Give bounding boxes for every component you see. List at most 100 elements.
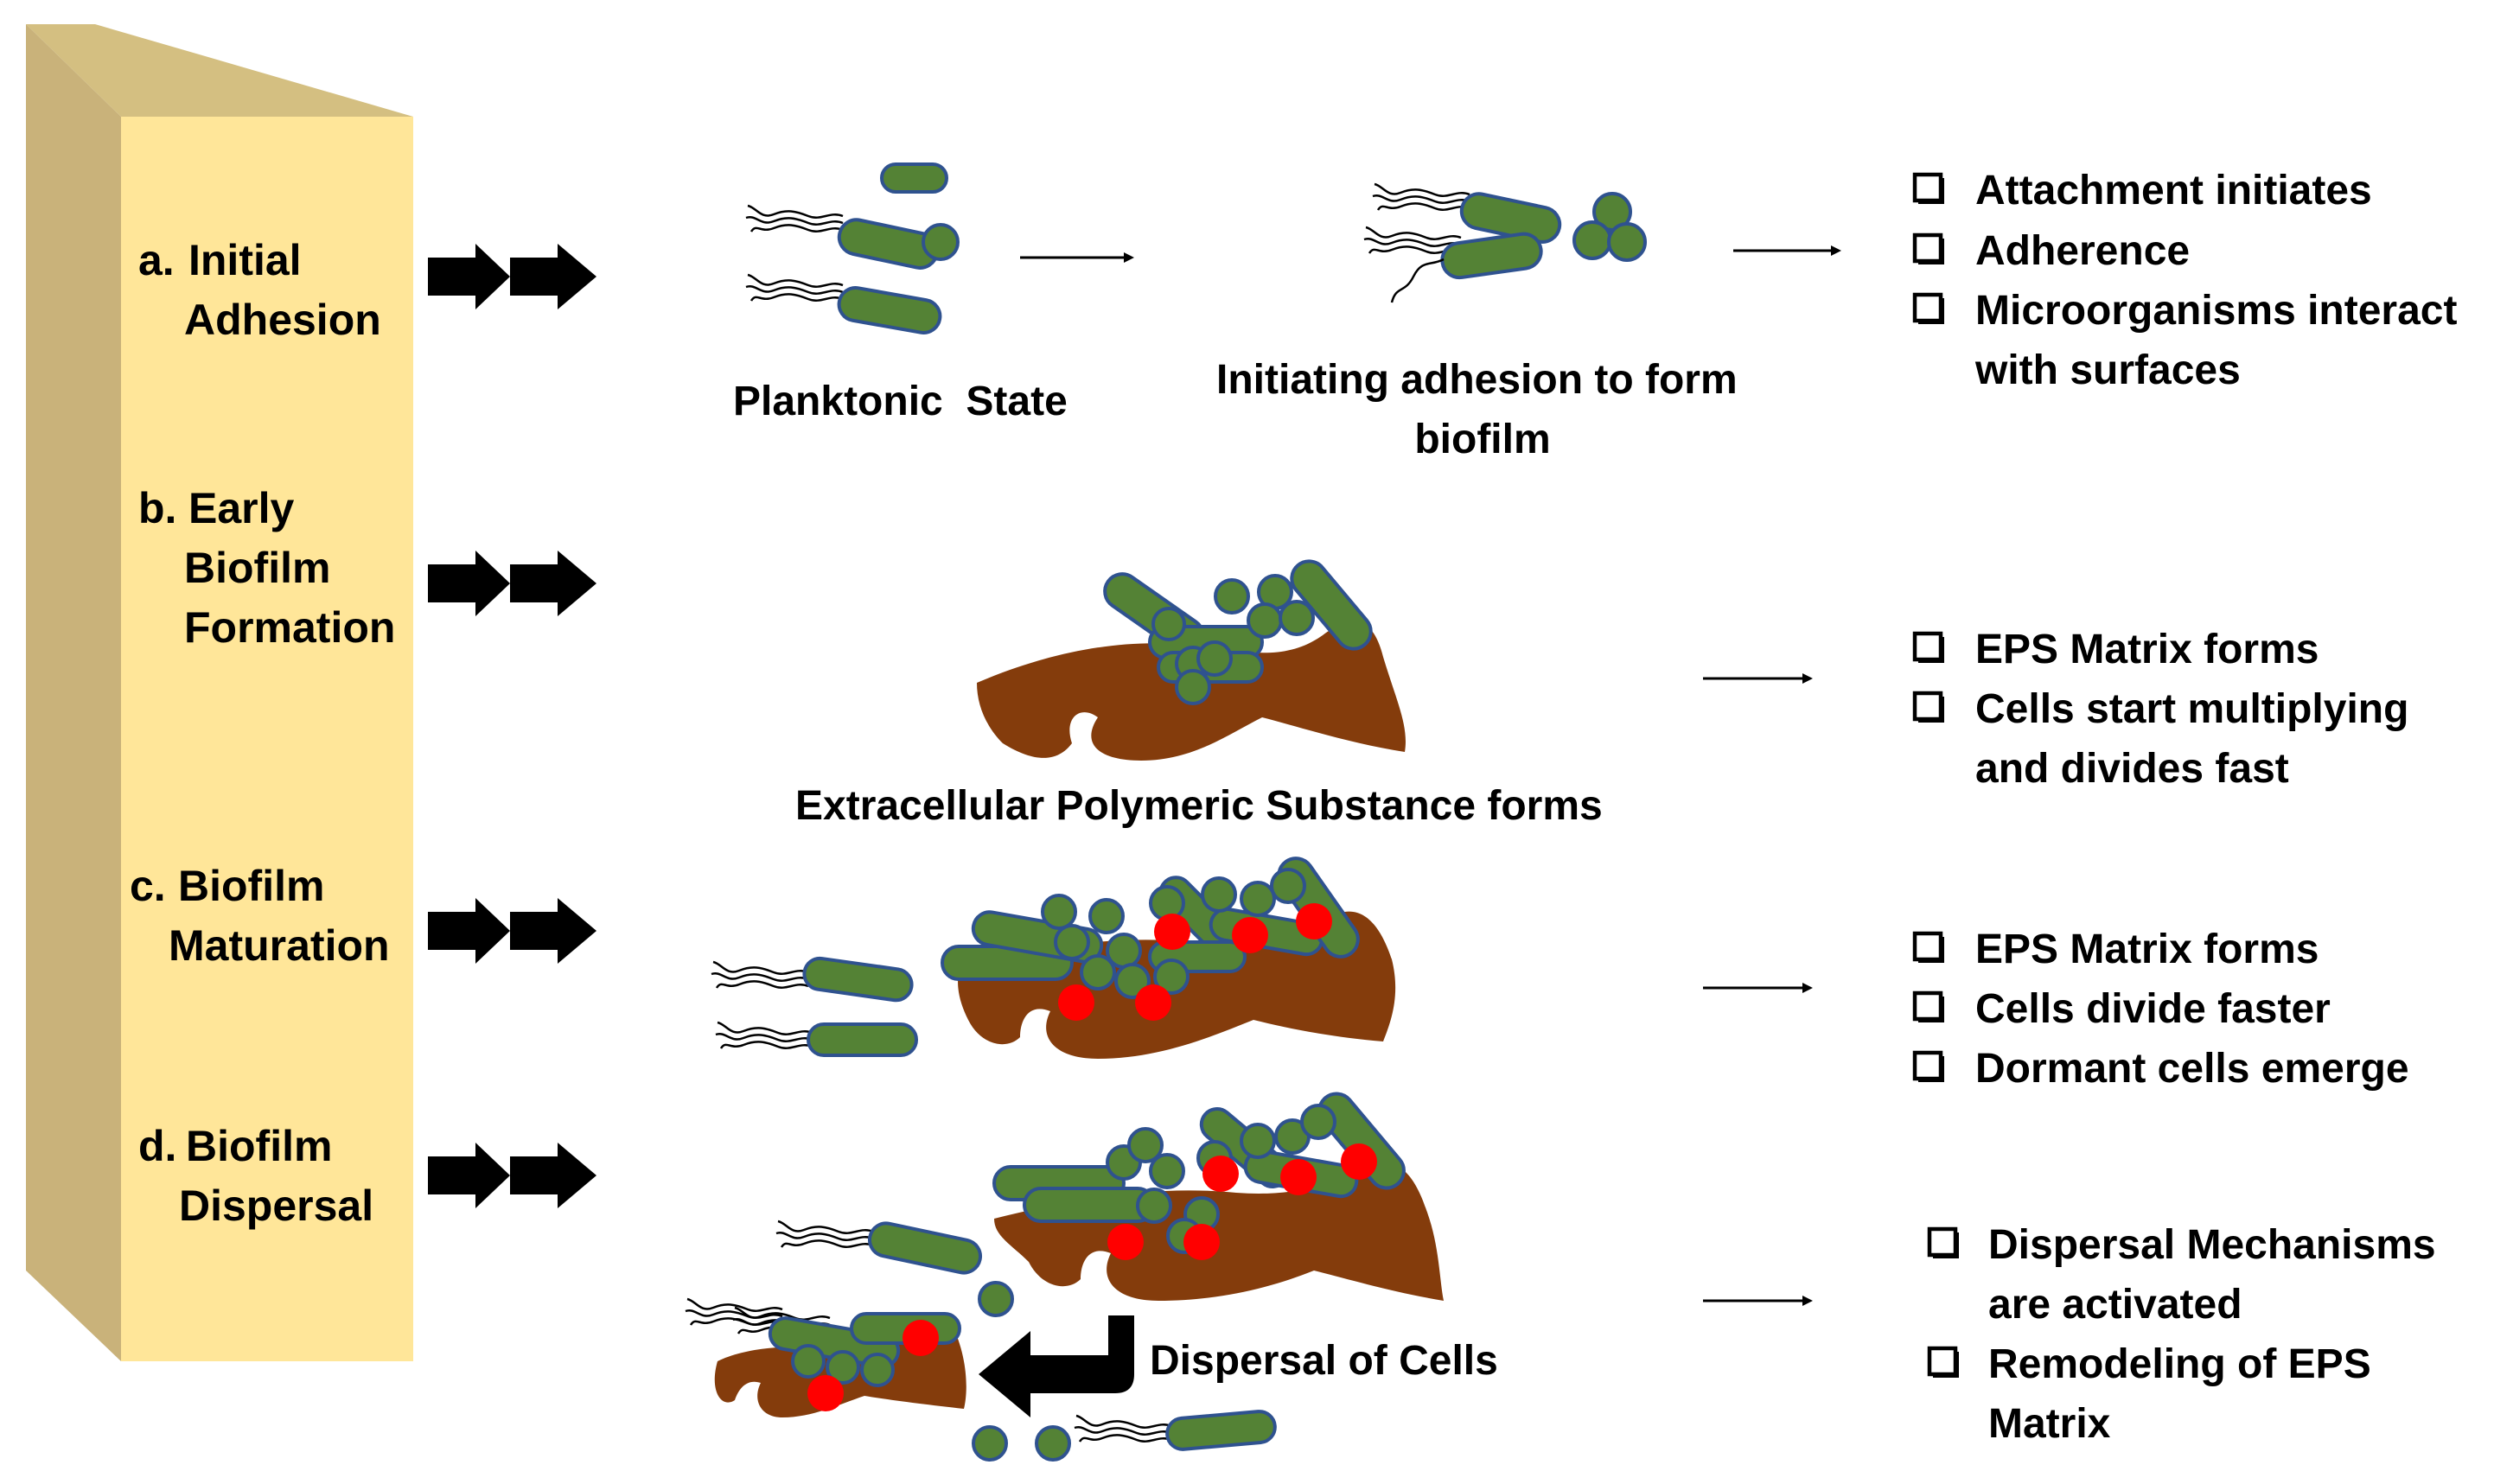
bacterium-coccus: [1607, 222, 1647, 262]
checkbox-icon: [1930, 1348, 1959, 1378]
bacterium-coccus: [1149, 1153, 1185, 1189]
maturation-illustration: [710, 857, 1396, 1059]
flagella-icon: [744, 204, 845, 233]
bacterium-rod: [1165, 1410, 1277, 1451]
flagella-icon: [744, 273, 845, 303]
bullet-text: Cells divide faster: [1975, 986, 2331, 1032]
bullet-line: are activated: [1988, 1282, 2242, 1328]
stage-d-line1: Biofilm: [186, 1122, 332, 1170]
arrow-stage-b-icon: [428, 551, 596, 616]
dormant-cell: [1135, 984, 1171, 1021]
dormant-cell: [1232, 917, 1268, 953]
flagella-icon: [1073, 1414, 1173, 1443]
caption-planktonic: Planktonic State: [733, 379, 1068, 424]
dormant-cell: [1183, 1224, 1220, 1260]
stage-b-line1: Early: [188, 484, 295, 532]
stage-d-line2: Dispersal: [179, 1181, 373, 1230]
checkbox-icon: [1915, 933, 1944, 963]
bacterium-coccus: [1088, 898, 1125, 934]
stage-c-letter: c.: [130, 862, 166, 910]
stage-c-label: c. Biofilm Maturation: [130, 862, 390, 970]
arrowhead-icon: [1124, 252, 1134, 263]
bacterium-coccus: [1041, 894, 1077, 930]
bullet-line: Cells start multiplying: [1975, 686, 2408, 732]
bacterium-coccus: [1201, 876, 1237, 913]
bacterium-rod: [1023, 1187, 1156, 1223]
bullet-text: Attachment initiates: [1975, 168, 2372, 213]
dormant-cell: [1280, 1159, 1317, 1195]
bacterium-coccus: [826, 1350, 860, 1385]
bacterium-coccus: [1572, 220, 1612, 260]
bacterium-coccus: [1240, 881, 1276, 917]
arrowhead-icon: [1802, 983, 1813, 993]
checkbox-icon: [1915, 175, 1944, 204]
bacterium-coccus: [972, 1425, 1008, 1462]
arrowhead-icon: [1802, 673, 1813, 684]
arrow-stage-c-icon: [428, 898, 596, 964]
stage-panel: [26, 24, 413, 1361]
arrowhead-icon: [1831, 245, 1841, 256]
stage-a-label: a. Initial Adhesion: [138, 236, 381, 344]
bullet-text: Dormant cells emerge: [1975, 1046, 2409, 1092]
bullet-line: and divides fast: [1975, 746, 2289, 792]
stage-c-line1: Biofilm: [178, 862, 324, 910]
bacterium-rod: [1290, 559, 1373, 651]
bacterium-coccus: [1054, 924, 1090, 960]
caption-initiating-line2: biofilm: [1414, 417, 1550, 462]
bullet-text: Cells start multiplying and divides fast: [1975, 686, 2421, 792]
bacterium-coccus: [1196, 640, 1233, 677]
stage-a-letter: a.: [138, 236, 175, 284]
bacterium-coccus: [1080, 954, 1116, 990]
flagella-icon: [775, 1220, 875, 1249]
dormant-cell: [807, 1375, 844, 1411]
bacterium-coccus: [860, 1353, 895, 1387]
dormant-cell: [1296, 903, 1332, 939]
bacterium-coccus: [1114, 963, 1151, 999]
bullet-line: Dispersal Mechanisms: [1988, 1222, 2436, 1268]
bullets-early-biofilm: EPS Matrix forms Cells start multiplying…: [1915, 627, 2421, 792]
panel-front-face: [121, 117, 413, 1361]
bullet-line: with surfaces: [1974, 347, 2241, 393]
stage-arrows: [428, 244, 596, 1208]
panel-side-face: [26, 24, 121, 1361]
arrow-stage-d-icon: [428, 1143, 596, 1208]
stage-d-letter: d.: [138, 1122, 176, 1170]
dispersal-arrow-icon: [979, 1315, 1134, 1417]
bacterium-rod: [837, 286, 942, 334]
bullets-dispersal: Dispersal Mechanisms are activated Remod…: [1930, 1222, 2447, 1447]
dormant-cell: [1107, 1224, 1144, 1260]
panel-top-face: [26, 24, 413, 117]
bacterium-coccus: [1151, 607, 1186, 641]
caption-initiating-line1: Initiating adhesion to form: [1216, 357, 1738, 403]
bacterium-coccus: [922, 223, 960, 261]
eps-formation-illustration: [977, 559, 1406, 761]
bacterium-coccus: [1279, 600, 1315, 636]
caption-initiating: Initiating adhesion to form biofilm: [1216, 357, 1749, 462]
bullet-text: EPS Matrix forms: [1975, 627, 2319, 672]
bacterium-coccus: [1153, 959, 1190, 995]
dormant-cell: [1341, 1143, 1377, 1180]
checkbox-icon: [1915, 634, 1944, 663]
bullets-maturation: EPS Matrix forms Cells divide faster Dor…: [1915, 927, 2409, 1092]
stage-d-label: d. Biofilm Dispersal: [138, 1122, 373, 1230]
bullet-text: Dispersal Mechanisms are activated: [1988, 1222, 2447, 1328]
bullet-text: EPS Matrix forms: [1975, 927, 2319, 972]
dormant-cell: [1154, 914, 1190, 950]
stage-b-line2: Biofilm: [184, 544, 330, 592]
flagellum-icon: [1390, 258, 1445, 303]
stage-b-line3: Formation: [184, 603, 395, 652]
caption-eps: Extracellular Polymeric Substance forms: [795, 783, 1603, 829]
bacterium-rod: [868, 1221, 982, 1275]
caption-dispersal-cells: Dispersal of Cells: [1150, 1338, 1498, 1384]
bullet-text: Remodeling of EPS Matrix: [1988, 1341, 2382, 1447]
flagella-icon: [710, 960, 810, 990]
bacterium-coccus: [1136, 1188, 1172, 1224]
bacterium-rod: [807, 1022, 918, 1057]
stage-a-line2: Adhesion: [184, 296, 381, 344]
checkbox-icon: [1915, 295, 1944, 324]
bacterium-coccus: [1035, 1425, 1071, 1462]
checkbox-icon: [1915, 235, 1944, 264]
bullets-initial-adhesion: Attachment initiates Adherence Microorga…: [1915, 168, 2458, 393]
bacterium-coccus: [1247, 602, 1283, 639]
